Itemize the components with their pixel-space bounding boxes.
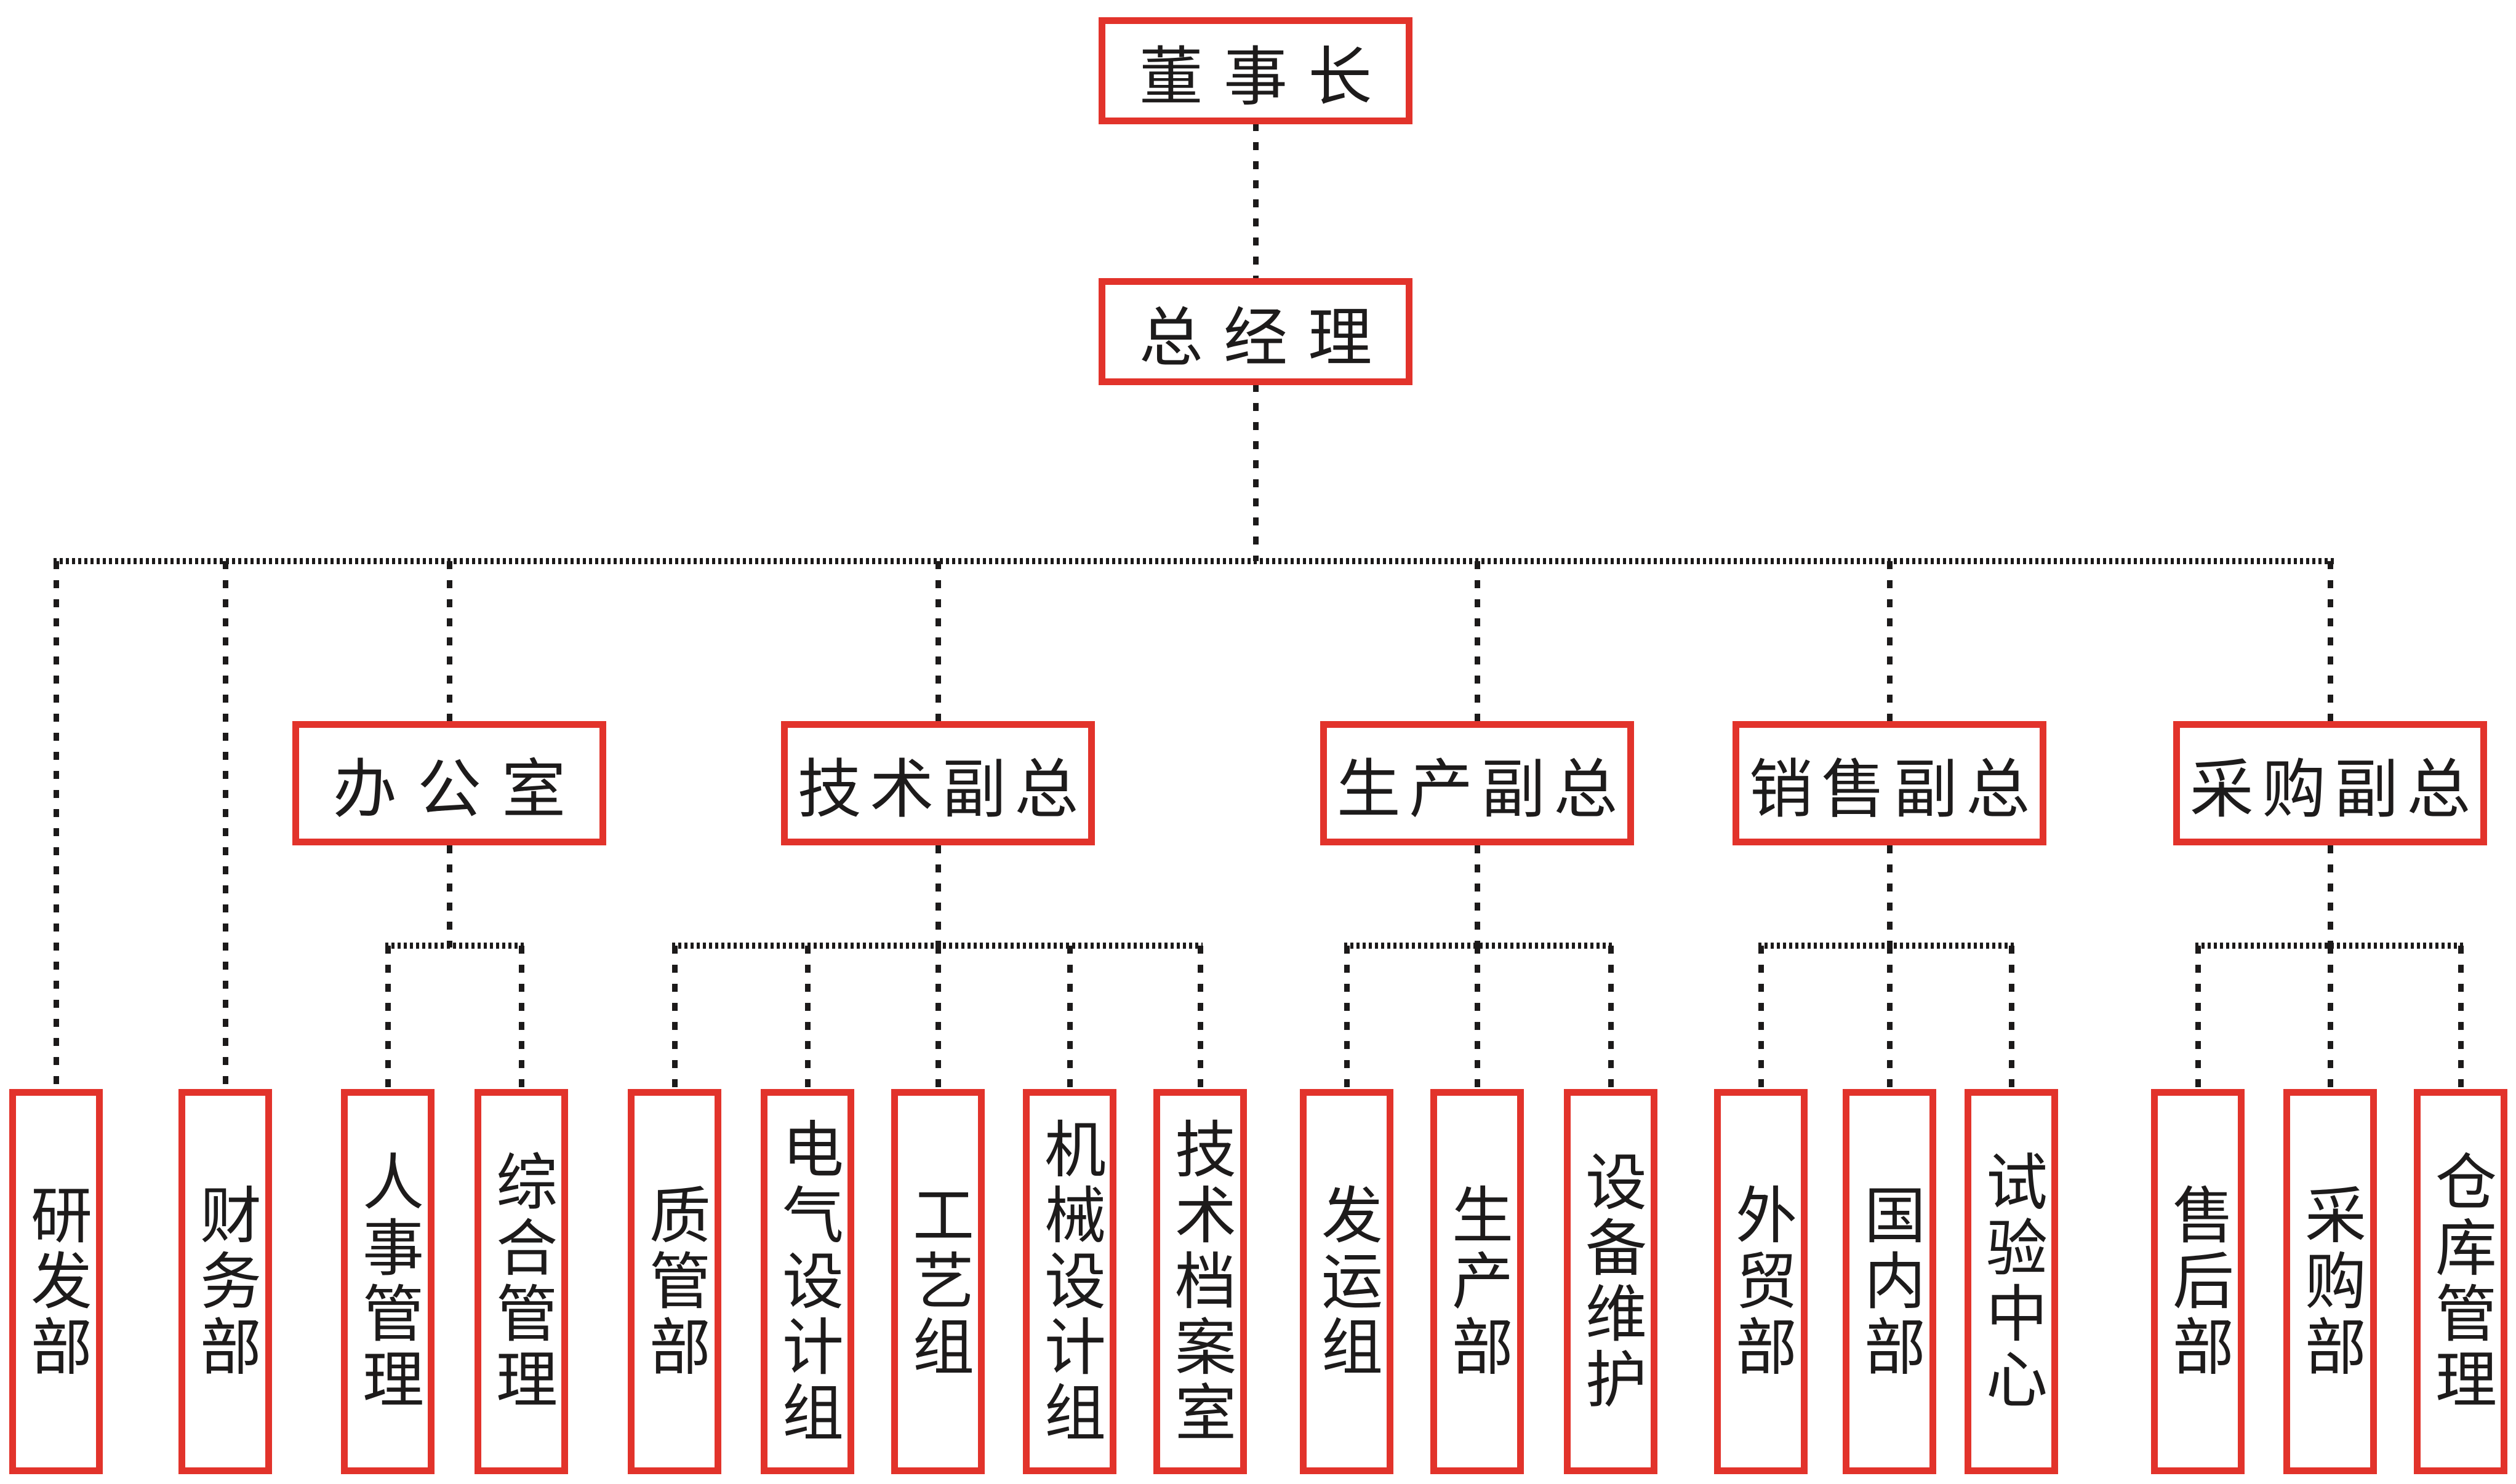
connector-rail-office <box>447 561 452 721</box>
connector-rail-production-vp <box>1475 561 1480 721</box>
node-process-group: 工艺组 <box>891 1089 985 1474</box>
connector-office-subrail <box>447 845 452 947</box>
connector-rail-finance-dept <box>223 561 228 1089</box>
node-shipping-group-label: 发运组 <box>1310 1183 1383 1381</box>
node-hr-management-label: 人事管理 <box>351 1150 424 1413</box>
connector-technical-vp-subrail <box>935 845 941 947</box>
node-domestic-dept-label: 国内部 <box>1853 1183 1926 1381</box>
node-electrical-design-group: 电气设计组 <box>761 1089 854 1474</box>
node-electrical-design-group-label: 电气设计组 <box>771 1117 844 1446</box>
connector-mechanical-design-group <box>1067 946 1073 1089</box>
connector-production-vp-subrail <box>1475 845 1480 947</box>
subrail-sales-vp <box>1758 943 2014 949</box>
connector-general-management <box>519 946 524 1089</box>
node-shipping-group: 发运组 <box>1300 1089 1393 1474</box>
node-general-manager: 总经理 <box>1099 278 1412 385</box>
connector-chairman-gm <box>1253 123 1259 278</box>
connector-technical-archives <box>1198 946 1203 1089</box>
node-production-vp-label: 生产副总 <box>1336 751 1626 827</box>
connector-rail-technical-vp <box>935 561 941 721</box>
node-production-vp: 生产副总 <box>1320 721 1634 845</box>
node-office-label: 办公室 <box>332 751 587 827</box>
connector-foreign-trade-dept <box>1758 946 1764 1089</box>
node-after-sales-dept-label: 售后部 <box>2161 1183 2234 1381</box>
node-foreign-trade-dept-label: 外贸部 <box>1725 1183 1797 1381</box>
node-finance-dept-label: 财务部 <box>189 1183 262 1381</box>
connector-quality-dept <box>672 946 678 1089</box>
node-foreign-trade-dept: 外贸部 <box>1714 1089 1808 1474</box>
connector-procurement-vp-subrail <box>2328 845 2333 947</box>
connector-gm-rail <box>1253 384 1259 561</box>
node-general-management: 综合管理 <box>475 1089 568 1474</box>
node-equipment-maintenance: 设备维护 <box>1564 1089 1657 1474</box>
node-mechanical-design-group: 机械设计组 <box>1023 1089 1116 1474</box>
node-technical-vp: 技术副总 <box>781 721 1095 845</box>
connector-shipping-group <box>1344 946 1350 1089</box>
subrail-office <box>385 943 524 949</box>
connector-rail-sales-vp <box>1887 561 1893 721</box>
node-office: 办公室 <box>292 721 606 845</box>
node-quality-dept-label: 质管部 <box>638 1183 711 1381</box>
connector-equipment-maintenance <box>1608 946 1614 1089</box>
node-mechanical-design-group-label: 机械设计组 <box>1033 1117 1106 1446</box>
node-warehouse-management: 仓库管理 <box>2414 1089 2507 1474</box>
node-procurement-vp: 采购副总 <box>2173 721 2487 845</box>
node-testing-center: 试验中心 <box>1965 1089 2058 1474</box>
node-testing-center-label: 试验中心 <box>1975 1150 2048 1413</box>
node-technical-vp-label: 技术副总 <box>797 751 1087 827</box>
node-technical-archives-label: 技术档案室 <box>1164 1117 1236 1446</box>
connector-purchasing-dept <box>2328 946 2333 1089</box>
connector-warehouse-management <box>2458 946 2464 1089</box>
node-rd-dept: 研发部 <box>9 1089 103 1474</box>
node-purchasing-dept: 采购部 <box>2283 1089 2377 1474</box>
connector-sales-vp-subrail <box>1887 845 1893 947</box>
node-quality-dept: 质管部 <box>628 1089 721 1474</box>
node-chairman: 董事长 <box>1099 17 1412 124</box>
node-hr-management: 人事管理 <box>341 1089 435 1474</box>
connector-hr-management <box>385 946 391 1089</box>
node-general-manager-label: 总经理 <box>1139 300 1393 375</box>
connector-after-sales-dept <box>2195 946 2201 1089</box>
node-domestic-dept: 国内部 <box>1843 1089 1936 1474</box>
connector-electrical-design-group <box>805 946 811 1089</box>
connector-process-group <box>935 946 941 1089</box>
node-procurement-vp-label: 采购副总 <box>2189 751 2479 827</box>
connector-testing-center <box>2009 946 2014 1089</box>
node-purchasing-dept-label: 采购部 <box>2294 1183 2366 1381</box>
node-equipment-maintenance-label: 设备维护 <box>1574 1150 1647 1413</box>
node-general-management-label: 综合管理 <box>485 1150 558 1413</box>
node-after-sales-dept: 售后部 <box>2151 1089 2245 1474</box>
node-production-dept: 生产部 <box>1430 1089 1524 1474</box>
node-warehouse-management-label: 仓库管理 <box>2424 1150 2497 1413</box>
node-production-dept-label: 生产部 <box>1441 1183 1513 1381</box>
connector-main-rail <box>54 558 2336 564</box>
connector-domestic-dept <box>1887 946 1893 1089</box>
node-chairman-label: 董事长 <box>1139 39 1393 114</box>
node-finance-dept: 财务部 <box>178 1089 272 1474</box>
node-sales-vp: 销售副总 <box>1733 721 2046 845</box>
connector-production-dept <box>1475 946 1480 1089</box>
node-rd-dept-label: 研发部 <box>20 1183 92 1381</box>
connector-rail-rd-dept <box>54 561 59 1089</box>
connector-rail-procurement-vp <box>2328 561 2333 721</box>
node-process-group-label: 工艺组 <box>902 1183 974 1381</box>
node-technical-archives: 技术档案室 <box>1153 1089 1247 1474</box>
node-sales-vp-label: 销售副总 <box>1749 751 2038 827</box>
